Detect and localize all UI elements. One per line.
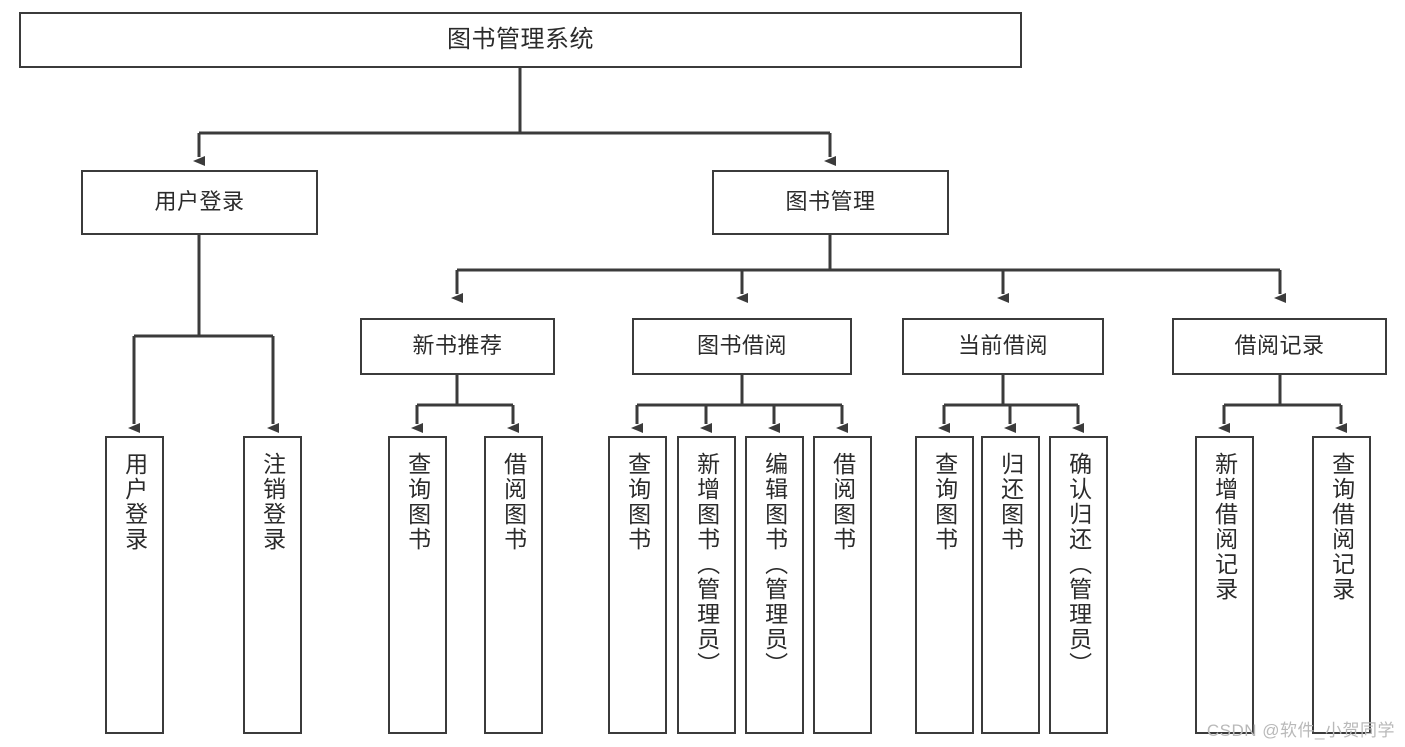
node-leaf-query-book-2[interactable]: 查询图书	[608, 436, 667, 734]
node-leaf-confirm-return[interactable]: 确认归还（管理员）	[1049, 436, 1108, 734]
node-book-borrow[interactable]: 图书借阅	[632, 318, 852, 375]
node-label: 新增借阅记录	[1211, 452, 1238, 602]
node-label: 确认归还（管理员）	[1065, 452, 1092, 677]
node-label: 借阅图书	[829, 452, 856, 552]
node-leaf-return-book[interactable]: 归还图书	[981, 436, 1040, 734]
node-leaf-add-record[interactable]: 新增借阅记录	[1195, 436, 1254, 734]
node-label: 用户登录	[154, 189, 245, 215]
node-label: 借阅记录	[1234, 333, 1325, 359]
node-leaf-logout-login[interactable]: 注销登录	[243, 436, 302, 734]
node-new-book-recommend[interactable]: 新书推荐	[360, 318, 555, 375]
node-leaf-query-record[interactable]: 查询借阅记录	[1312, 436, 1371, 734]
node-label: 注销登录	[259, 452, 286, 552]
node-leaf-query-book-1[interactable]: 查询图书	[388, 436, 447, 734]
node-label: 借阅图书	[500, 452, 527, 552]
node-label: 用户登录	[121, 452, 148, 552]
node-label: 查询图书	[624, 452, 651, 552]
node-label: 新增图书（管理员）	[693, 452, 720, 677]
node-user-login[interactable]: 用户登录	[81, 170, 318, 235]
csdn-watermark: CSDN @软件_小贺同学	[1206, 721, 1395, 740]
node-label: 新书推荐	[412, 333, 503, 359]
node-leaf-edit-book[interactable]: 编辑图书（管理员）	[745, 436, 804, 734]
node-label: 查询图书	[404, 452, 431, 552]
node-borrow-record[interactable]: 借阅记录	[1172, 318, 1387, 375]
node-label: 当前借阅	[957, 333, 1048, 359]
node-label: 查询借阅记录	[1328, 452, 1355, 602]
node-book-manage[interactable]: 图书管理	[712, 170, 949, 235]
node-label: 查询图书	[931, 452, 958, 552]
node-leaf-borrow-book-1[interactable]: 借阅图书	[484, 436, 543, 734]
node-current-borrow[interactable]: 当前借阅	[902, 318, 1104, 375]
node-leaf-user-login[interactable]: 用户登录	[105, 436, 164, 734]
node-label: 编辑图书（管理员）	[761, 452, 788, 677]
node-leaf-add-book[interactable]: 新增图书（管理员）	[677, 436, 736, 734]
node-leaf-query-book-3[interactable]: 查询图书	[915, 436, 974, 734]
node-root-system[interactable]: 图书管理系统	[19, 12, 1022, 68]
node-label: 图书管理	[785, 189, 876, 215]
node-label: 图书管理系统	[447, 25, 594, 53]
node-leaf-borrow-book-2[interactable]: 借阅图书	[813, 436, 872, 734]
node-label: 图书借阅	[696, 333, 787, 359]
node-label: 归还图书	[997, 452, 1024, 552]
